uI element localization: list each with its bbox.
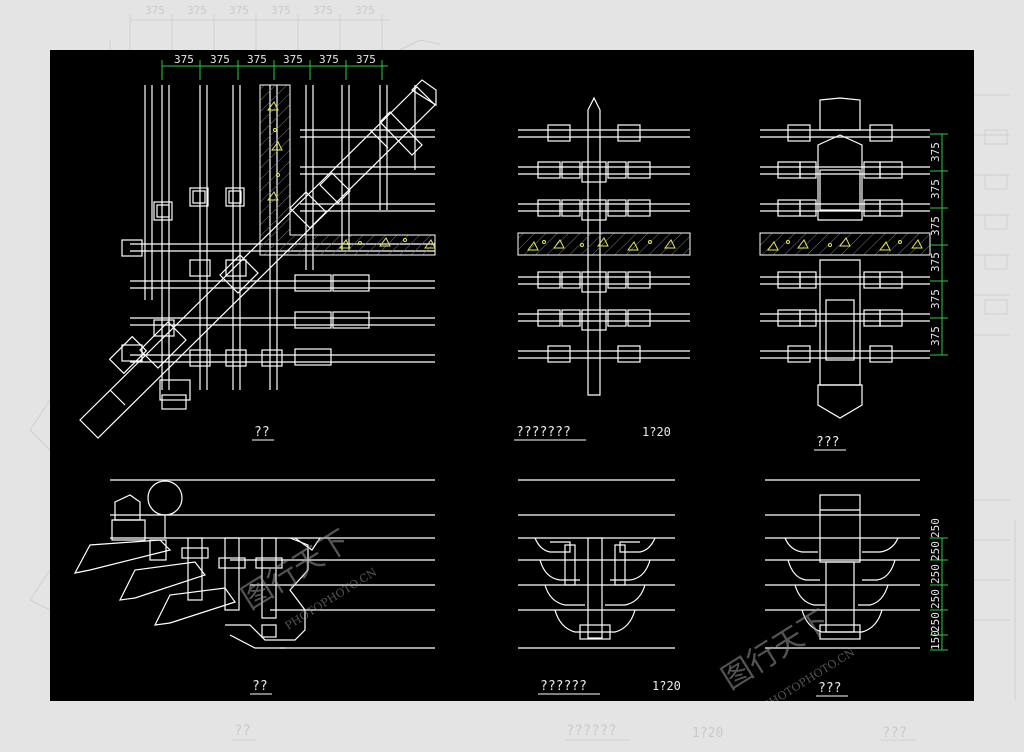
ghost-dimension: 375: [187, 4, 207, 17]
top-dimension: 375: [319, 53, 339, 66]
label-bottom-right: ???: [818, 681, 841, 696]
label-bottom-left: ??: [252, 679, 268, 694]
right-bottom-dimension: 250: [929, 589, 942, 609]
plan-right-hatch: [759, 232, 931, 256]
ghost-label-bottom-left: ??: [234, 723, 251, 739]
elevation-corner-view: [73, 479, 435, 649]
scale-bottom-middle: 1?20: [652, 679, 681, 693]
ghost-label-bottom-right: ???: [882, 725, 907, 741]
top-dimension-chain: [161, 60, 388, 80]
scale-top-middle: 1?20: [642, 425, 671, 439]
watermark: 图行天下 PHOTOPHOTO.CN 图行天下 PHOTOPHOTO.CN: [236, 524, 858, 701]
right-dimension: 375: [929, 179, 942, 199]
elevation-middle-view: [518, 479, 675, 649]
label-top-left: ??: [254, 425, 270, 440]
right-bottom-dimension: 150: [929, 630, 942, 650]
top-dimension: 375: [174, 53, 194, 66]
label-top-middle: ???????: [516, 425, 571, 440]
plan-middle-hatch: [517, 232, 691, 256]
right-dimension: 375: [929, 216, 942, 236]
right-bottom-dimension-chain: [930, 537, 948, 651]
ghost-dimension: 375: [313, 4, 333, 17]
label-bottom-middle: ??????: [540, 679, 587, 694]
cad-drawing-board: 375 375 375 375 375 375: [50, 50, 974, 701]
top-dimension: 375: [356, 53, 376, 66]
right-dimension: 375: [929, 142, 942, 162]
ghost-label-bottom-middle: ??????: [566, 723, 617, 739]
ghost-dimension: 375: [229, 4, 249, 17]
ghost-dimension: 375: [145, 4, 165, 17]
ghost-scale-bottom-middle: 1?20: [692, 726, 723, 741]
cad-drawing: 375 375 375 375 375 375: [73, 53, 948, 701]
ghost-dimension: 375: [271, 4, 291, 17]
right-bottom-dimension: 250: [929, 564, 942, 584]
plan-corner-hatch: [259, 84, 436, 256]
right-dimension: 375: [929, 326, 942, 346]
right-bottom-dimension: 250: [929, 518, 942, 538]
top-dimension: 375: [247, 53, 267, 66]
right-bottom-dimension: 250: [929, 541, 942, 561]
top-dimension: 375: [283, 53, 303, 66]
top-dimension: 375: [210, 53, 230, 66]
ghost-dimension: 375: [355, 4, 375, 17]
right-dimension: 375: [929, 289, 942, 309]
plan-right-view: [760, 97, 930, 419]
plan-corner-view: [79, 79, 437, 439]
elevation-right-view: [765, 479, 920, 649]
right-dimension: 375: [929, 252, 942, 272]
right-dimension-chain: [930, 133, 948, 356]
right-bottom-dimension: 250: [929, 612, 942, 632]
label-top-right: ???: [816, 435, 839, 450]
